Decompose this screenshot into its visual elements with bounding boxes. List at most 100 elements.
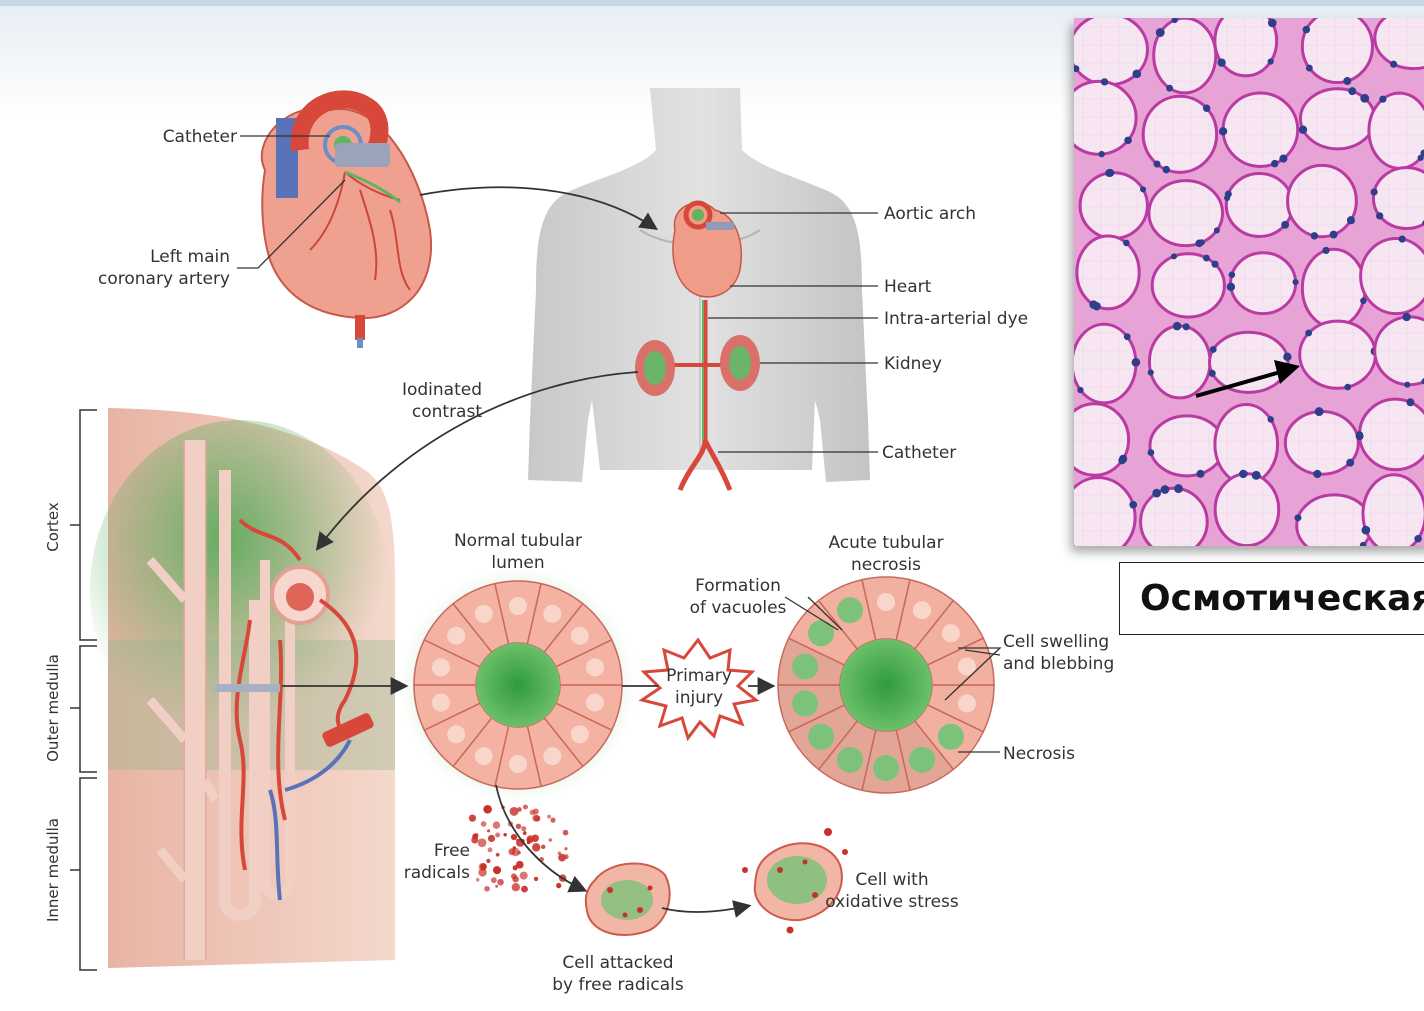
histo-nucleus — [1140, 186, 1146, 192]
histo-nucleus — [1252, 471, 1261, 480]
radical-dot — [532, 815, 539, 822]
histo-nucleus — [1294, 514, 1301, 521]
radical-dot — [491, 877, 497, 883]
histo-nucleus — [1219, 127, 1227, 135]
histo-nucleus — [1292, 279, 1298, 285]
zone-brackets — [70, 410, 97, 970]
label-aortic-arch: Aortic arch — [884, 204, 976, 224]
cell-nucleus — [808, 724, 834, 750]
radical-dot — [516, 824, 521, 829]
histo-nucleus — [1209, 370, 1216, 377]
cell-nucleus — [543, 747, 561, 765]
histo-nucleus — [1344, 384, 1351, 391]
label-line: injury — [675, 688, 723, 708]
radical-dot — [512, 876, 519, 883]
label-line: by free radicals — [552, 975, 684, 995]
zone-cortex: Cortex — [44, 502, 62, 552]
histo-nucleus — [1132, 70, 1141, 79]
label-catheter-heart: Catheter — [163, 127, 237, 147]
cell-nucleus — [447, 725, 465, 743]
histo-cell-texture — [1084, 177, 1143, 235]
radical-dot — [521, 826, 526, 831]
histo-nucleus — [1089, 300, 1097, 308]
radical-dot — [521, 886, 528, 893]
label-normal-lumen: Normal tubularlumen — [454, 531, 582, 573]
histo-cell-texture — [1235, 257, 1292, 310]
cell-nucleus — [571, 627, 589, 645]
radical-dot — [469, 815, 476, 822]
histo-nucleus — [1283, 353, 1291, 361]
histo-nucleus — [1268, 58, 1274, 64]
histo-nucleus — [1171, 253, 1177, 259]
cell-nucleus — [586, 694, 604, 712]
histo-nucleus — [1147, 449, 1154, 456]
radical-dot — [520, 872, 528, 880]
histo-nucleus — [1210, 346, 1217, 353]
histo-nucleus — [1379, 96, 1386, 103]
radical-dot — [511, 834, 517, 840]
histo-nucleus — [1119, 455, 1127, 463]
label-free-radicals: Freeradicals — [404, 841, 470, 883]
label-catheter-body: Catheter — [882, 443, 956, 463]
histo-nucleus — [1199, 239, 1205, 245]
label-line: and blebbing — [1003, 654, 1114, 674]
histo-nucleus — [1196, 470, 1204, 478]
histo-cell-texture — [1292, 169, 1353, 232]
cell-nucleus — [509, 597, 527, 615]
cell-nucleus — [909, 747, 935, 773]
cell-nucleus — [475, 747, 493, 765]
histo-nucleus — [1330, 231, 1338, 239]
histo-cell-texture — [1219, 478, 1275, 542]
histo-cell-texture — [1227, 97, 1294, 162]
cell-nucleus — [808, 620, 834, 646]
histo-nucleus — [1315, 407, 1324, 416]
radical-dot — [550, 818, 555, 823]
histo-nucleus — [1183, 323, 1190, 330]
cell-nucleus — [837, 597, 863, 623]
label-line: Normal tubular — [454, 531, 582, 551]
radical-dot — [563, 830, 569, 836]
radical-dot — [476, 878, 479, 881]
radical-dot — [547, 815, 551, 819]
radical-dot — [484, 886, 490, 892]
histo-nucleus — [1281, 221, 1289, 229]
histo-nucleus — [1306, 65, 1313, 72]
histo-nucleus — [1239, 470, 1247, 478]
histo-nucleus — [1174, 484, 1183, 493]
radical-dot — [534, 877, 538, 881]
label-iodinated-contrast: Iodinatedcontrast — [402, 380, 482, 422]
radical-dot — [497, 879, 504, 886]
label-line: Acute tubular — [828, 533, 943, 553]
radical-dot — [531, 835, 539, 843]
heart-illustration — [262, 99, 431, 348]
histo-nucleus — [1152, 489, 1161, 498]
histo-nucleus — [1098, 151, 1104, 157]
caption-box: Осмотическая — [1119, 562, 1424, 635]
radical-dot — [510, 807, 519, 816]
label-line: Formation — [695, 576, 781, 596]
histo-nucleus — [1077, 387, 1083, 393]
cell-nucleus — [942, 624, 960, 642]
free-radicals-dots — [469, 805, 569, 893]
histo-nucleus — [1390, 61, 1397, 68]
histo-cell-texture — [1076, 328, 1132, 399]
histo-nucleus — [1376, 212, 1383, 219]
histo-nucleus — [1305, 330, 1312, 337]
histo-cell-texture — [1306, 253, 1361, 323]
cell-nucleus — [837, 747, 863, 773]
radical-dot — [488, 847, 493, 852]
histo-nucleus — [1227, 283, 1235, 291]
cell-nucleus — [938, 724, 964, 750]
histo-cell-texture — [1154, 420, 1220, 472]
radical-dot — [564, 854, 569, 859]
radical-dot — [523, 805, 528, 810]
radical-dot — [523, 831, 527, 835]
histo-nucleus — [1347, 216, 1355, 224]
radical-dot — [516, 861, 524, 869]
label-line: lumen — [491, 553, 544, 573]
histo-cell-texture — [1158, 22, 1212, 89]
